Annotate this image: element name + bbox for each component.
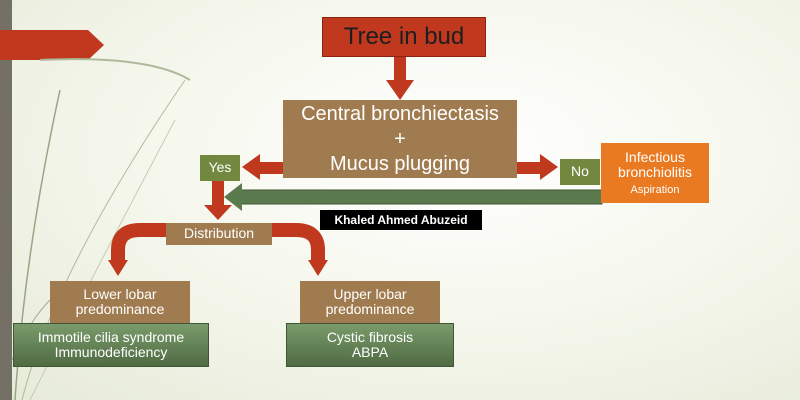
lower-causes-box: Immotile cilia syndrome Immunodeficiency — [13, 323, 209, 367]
arrow-distribution-to-lower — [108, 223, 166, 276]
arrow-central-to-yes — [242, 154, 284, 180]
arrow-distribution-to-upper — [272, 223, 328, 276]
central-box: Central bronchiectasis + Mucus plugging — [283, 100, 517, 178]
arrow-yes-to-distribution — [204, 181, 232, 220]
infectious-box: Infectious bronchiolitis Aspiration — [601, 143, 709, 203]
no-label: No — [571, 163, 589, 180]
infectious-line3: Aspiration — [630, 183, 680, 196]
author-text: Khaled Ahmed Abuzeid — [334, 213, 468, 227]
arrow-infectious-back — [224, 183, 603, 211]
infectious-line2: bronchiolitis — [618, 164, 692, 181]
central-line2: + — [394, 127, 406, 150]
distribution-box: Distribution — [166, 223, 272, 245]
lower-line1: Lower lobar — [83, 285, 157, 302]
central-line1: Central bronchiectasis — [301, 102, 499, 125]
infectious-line1: Infectious — [625, 149, 685, 166]
distribution-text: Distribution — [183, 225, 255, 242]
lower-causes-line1: Immotile cilia syndrome — [37, 328, 185, 345]
yes-label: Yes — [208, 159, 232, 176]
upper-line2: predominance — [325, 301, 415, 317]
lower-causes-line2: Immunodeficiency — [54, 344, 168, 360]
upper-causes-box: Cystic fibrosis ABPA — [286, 323, 454, 367]
title-box: Tree in bud — [322, 17, 486, 57]
central-line3: Mucus plugging — [329, 152, 471, 175]
author-label: Khaled Ahmed Abuzeid — [320, 210, 482, 230]
slide-left-bar — [0, 0, 12, 400]
lower-line2: predominance — [75, 301, 165, 317]
upper-causes-line2: ABPA — [351, 344, 389, 360]
upper-line1: Upper lobar — [333, 285, 407, 302]
upper-lobar-box: Upper lobar predominance — [300, 281, 440, 323]
lower-lobar-box: Lower lobar predominance — [50, 281, 190, 323]
arrow-central-to-no — [516, 154, 558, 180]
no-box: No — [560, 159, 600, 185]
upper-causes-line1: Cystic fibrosis — [326, 328, 414, 345]
yes-box: Yes — [200, 155, 240, 181]
title-text: Tree in bud — [343, 22, 465, 50]
arrow-title-to-central — [386, 56, 414, 100]
